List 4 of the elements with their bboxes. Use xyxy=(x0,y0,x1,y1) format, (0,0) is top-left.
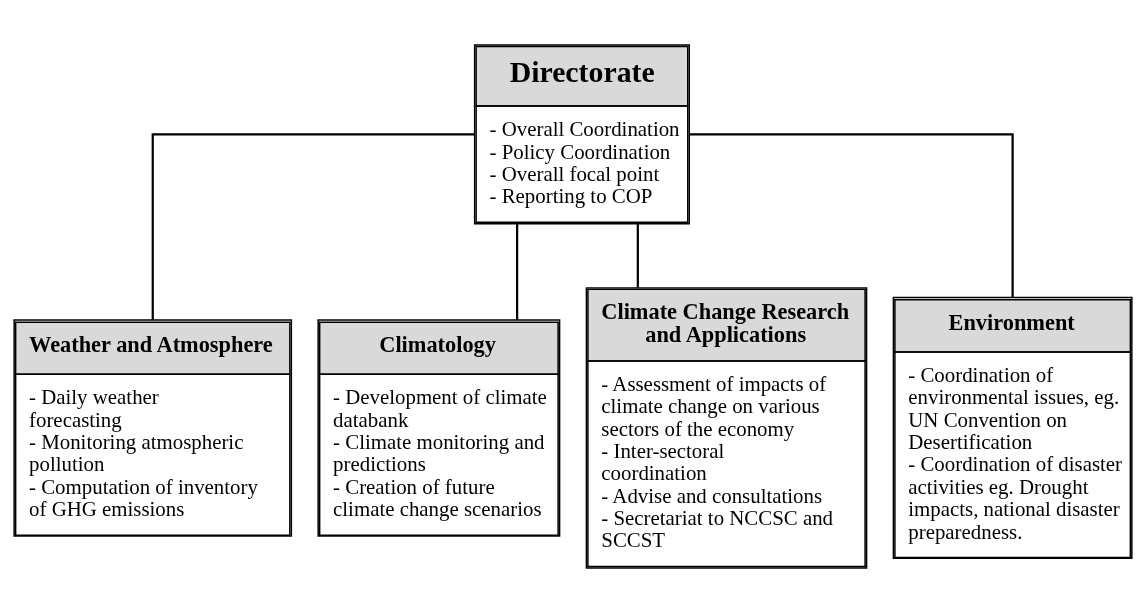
connector xyxy=(636,223,639,287)
connector xyxy=(516,223,519,320)
connector xyxy=(689,132,1014,297)
connector xyxy=(151,132,475,320)
